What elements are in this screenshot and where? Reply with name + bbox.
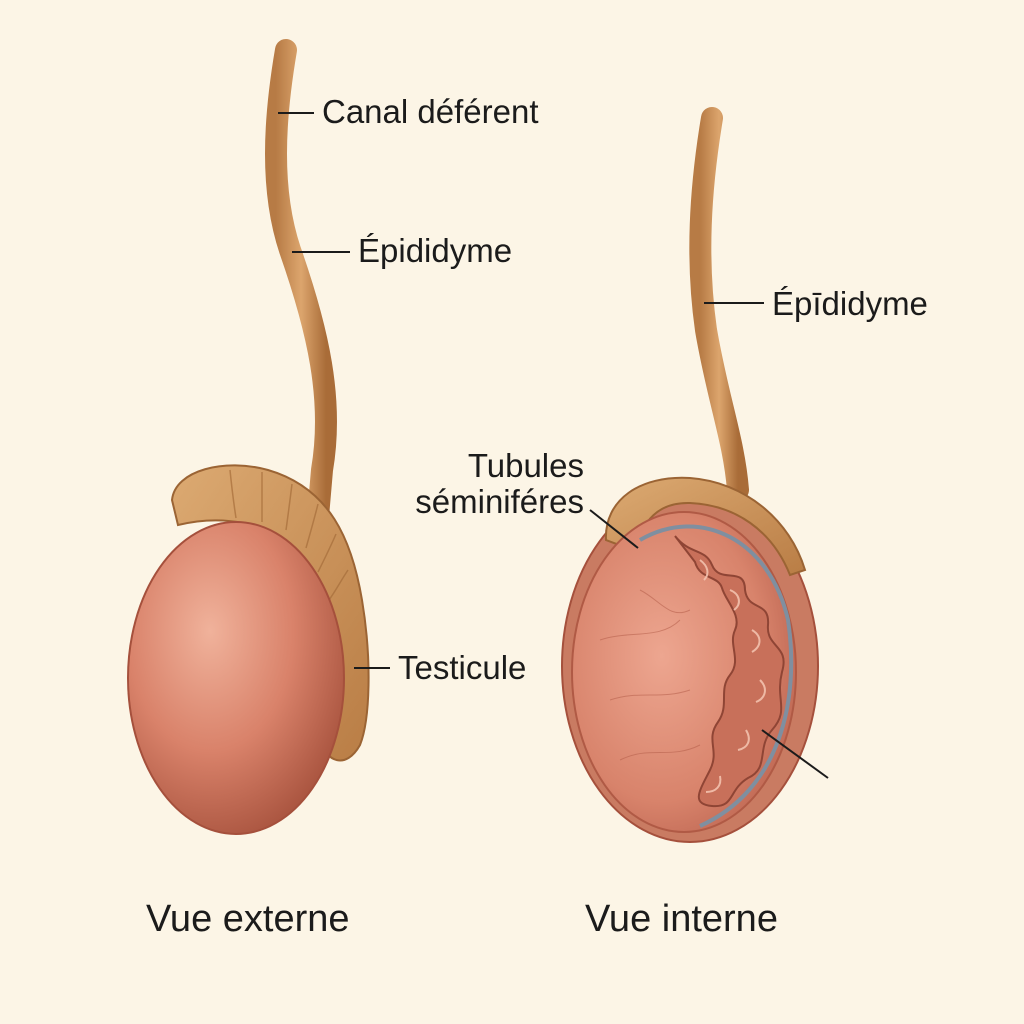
external-view: [127, 39, 370, 835]
epididymis-ridges: [229, 469, 349, 605]
vas-deferens-external: [265, 39, 337, 551]
label-tubules-line1: Tubules: [467, 447, 584, 484]
label-canal-deferent: Canal déférent: [322, 93, 539, 130]
tunica-line: [638, 524, 794, 828]
caption-internal-view: Vue interne: [585, 898, 778, 940]
label-tubules-seminiferes: Tubules séminiféres: [380, 448, 584, 520]
seminiferous-tubules: [674, 535, 785, 808]
label-epididyme-external: Épididyme: [358, 232, 513, 269]
surface-vessels: [599, 589, 701, 761]
leader-lines: [278, 112, 829, 779]
leader-unlabeled: [761, 729, 829, 779]
caption-external-view: Vue externe: [146, 898, 350, 940]
tubule-folds: [699, 559, 766, 793]
internal-view: [561, 107, 819, 843]
label-testicule: Testicule: [398, 649, 527, 686]
vas-deferens-internal: [689, 107, 749, 501]
label-tubules-line2: séminiféres: [415, 483, 584, 520]
label-epididyme-internal: Épīdidyme: [772, 285, 928, 322]
leader-tubules: [589, 509, 639, 549]
epididymis-cut: [604, 476, 807, 577]
testis-external: [127, 521, 345, 835]
